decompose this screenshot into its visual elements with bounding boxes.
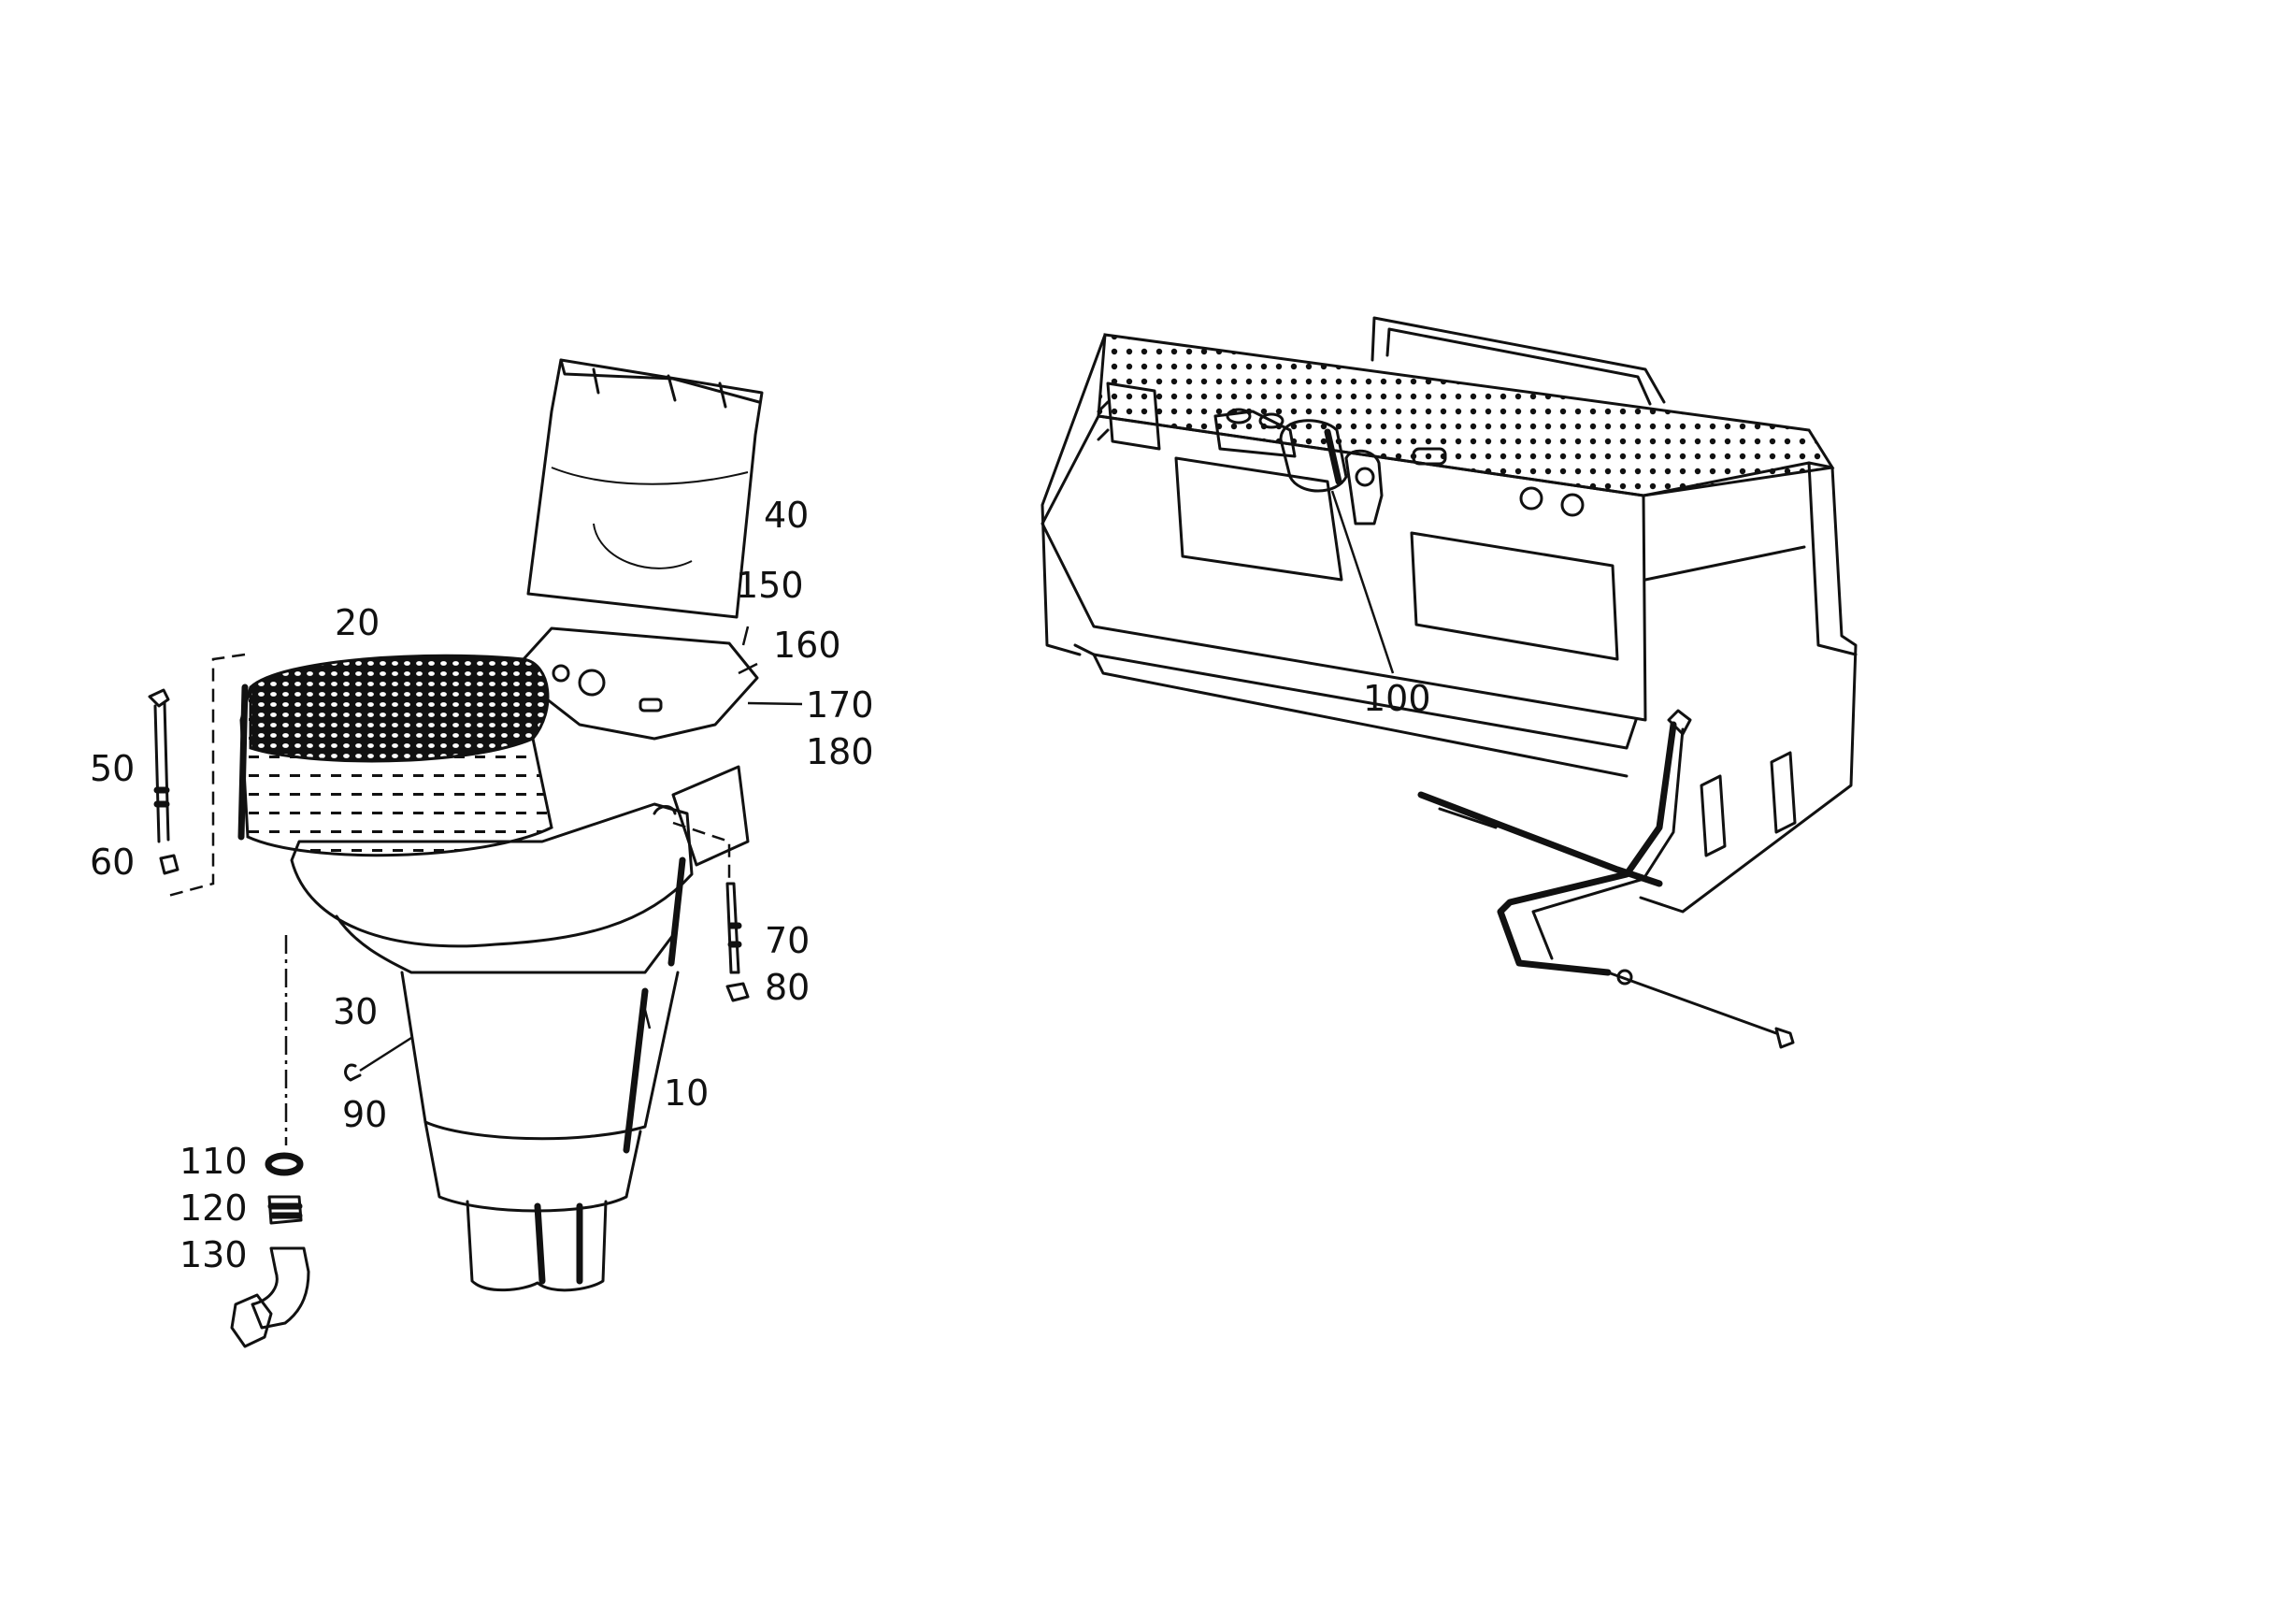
fitting-elbow-small	[344, 1063, 362, 1082]
washer	[265, 1152, 304, 1176]
bracket-block-1	[1700, 774, 1727, 857]
bolt-thread	[153, 786, 170, 808]
leader-150	[741, 626, 750, 646]
callout-150: 150	[736, 565, 804, 606]
fitting-stub	[359, 1036, 412, 1072]
callout-70: 70	[765, 920, 811, 961]
callout-90: 90	[342, 1094, 388, 1135]
hydraulic-line-4	[1438, 807, 1498, 829]
flange-slot	[639, 698, 663, 712]
bottom-skirt-lower	[1092, 653, 1629, 778]
bolt-shank	[153, 701, 170, 843]
cable-clip	[1616, 969, 1633, 986]
callout-30: 30	[333, 991, 379, 1032]
left-side-edge	[1040, 333, 1107, 656]
flange-bolt-hole	[578, 669, 606, 697]
carry-handle-inner	[1385, 327, 1652, 406]
outlet-spigot	[466, 1200, 608, 1292]
front-window-left	[1174, 456, 1343, 582]
callout-10: 10	[664, 1072, 710, 1114]
actuator-mount	[1344, 449, 1384, 525]
actuator-shadow	[1324, 428, 1342, 485]
top-perforated-panel	[1097, 333, 1835, 497]
spigot-ribs	[534, 1202, 583, 1285]
filter-edge	[237, 684, 249, 841]
housing-collar	[335, 914, 675, 974]
panel-hole-1	[1519, 486, 1543, 511]
leader-170	[747, 701, 803, 706]
nut	[159, 854, 179, 875]
leader-160	[738, 662, 758, 675]
callout-60: 60	[90, 842, 136, 883]
callout-170: 170	[806, 684, 874, 726]
inlet-tube	[526, 358, 764, 619]
housing-shadow	[623, 856, 686, 1154]
bolt-head	[148, 688, 170, 708]
callout-20: 20	[335, 602, 380, 643]
leaders-left	[643, 626, 803, 1029]
right-side-corner	[1807, 461, 1858, 656]
filter-element-side	[239, 686, 553, 857]
stud-outline	[672, 821, 731, 879]
right-side-box	[1639, 461, 1858, 914]
panel-hole-2	[1560, 493, 1585, 517]
hydraulic-line-3	[1417, 791, 1663, 887]
tube-clamp-tabs	[592, 367, 727, 409]
side-plate	[1106, 381, 1161, 451]
callout-100: 100	[1363, 678, 1431, 719]
leader-100	[1330, 490, 1395, 674]
callout-130: 130	[179, 1234, 248, 1275]
callout-50: 50	[90, 748, 136, 789]
front-panel	[1040, 414, 1647, 722]
actuator-cap-1	[1226, 408, 1252, 425]
elbow-nut	[230, 1293, 273, 1348]
callout-40: 40	[764, 495, 810, 536]
adapter	[267, 1195, 303, 1225]
filter-assembly	[148, 358, 764, 1348]
filter-mesh-top	[249, 654, 550, 763]
engine-cover-assembly	[1040, 316, 1858, 1049]
hydraulic-line-1	[1497, 721, 1677, 976]
flange-plate	[522, 626, 759, 741]
panel-slot	[1412, 447, 1447, 466]
leader-10	[643, 1009, 652, 1029]
callout-160: 160	[773, 625, 841, 666]
bottom-skirt	[1073, 643, 1638, 750]
callout-180: 180	[806, 731, 874, 772]
cable-run	[1606, 971, 1778, 1035]
stud-nut	[725, 982, 750, 1002]
right-side-ledge	[1643, 545, 1806, 582]
actuator-bolt	[1355, 467, 1375, 487]
callout-110: 110	[179, 1141, 248, 1182]
line-fitting-top	[1667, 709, 1692, 736]
bracket-hole	[653, 805, 677, 815]
actuator-body	[1279, 419, 1348, 493]
actuator-cap-2	[1258, 412, 1284, 429]
tube-contour	[551, 467, 749, 485]
mounting-bracket	[671, 765, 750, 867]
tube-contour-2	[593, 523, 693, 569]
flange-bolt-hole-2	[552, 664, 570, 683]
inlet-tube-rim	[559, 358, 761, 404]
carry-handle	[1370, 316, 1666, 404]
cable-end	[1774, 1027, 1795, 1049]
callout-80: 80	[765, 967, 811, 1008]
stud-thread	[727, 922, 742, 948]
side-plate-tabs	[1097, 400, 1110, 441]
callout-120: 120	[179, 1187, 248, 1229]
elbow-fitting	[251, 1246, 310, 1330]
bracket-block-2	[1770, 751, 1797, 834]
bolt-group-outline	[166, 653, 246, 898]
adapter-thread	[267, 1202, 303, 1219]
front-window-right	[1410, 531, 1619, 661]
